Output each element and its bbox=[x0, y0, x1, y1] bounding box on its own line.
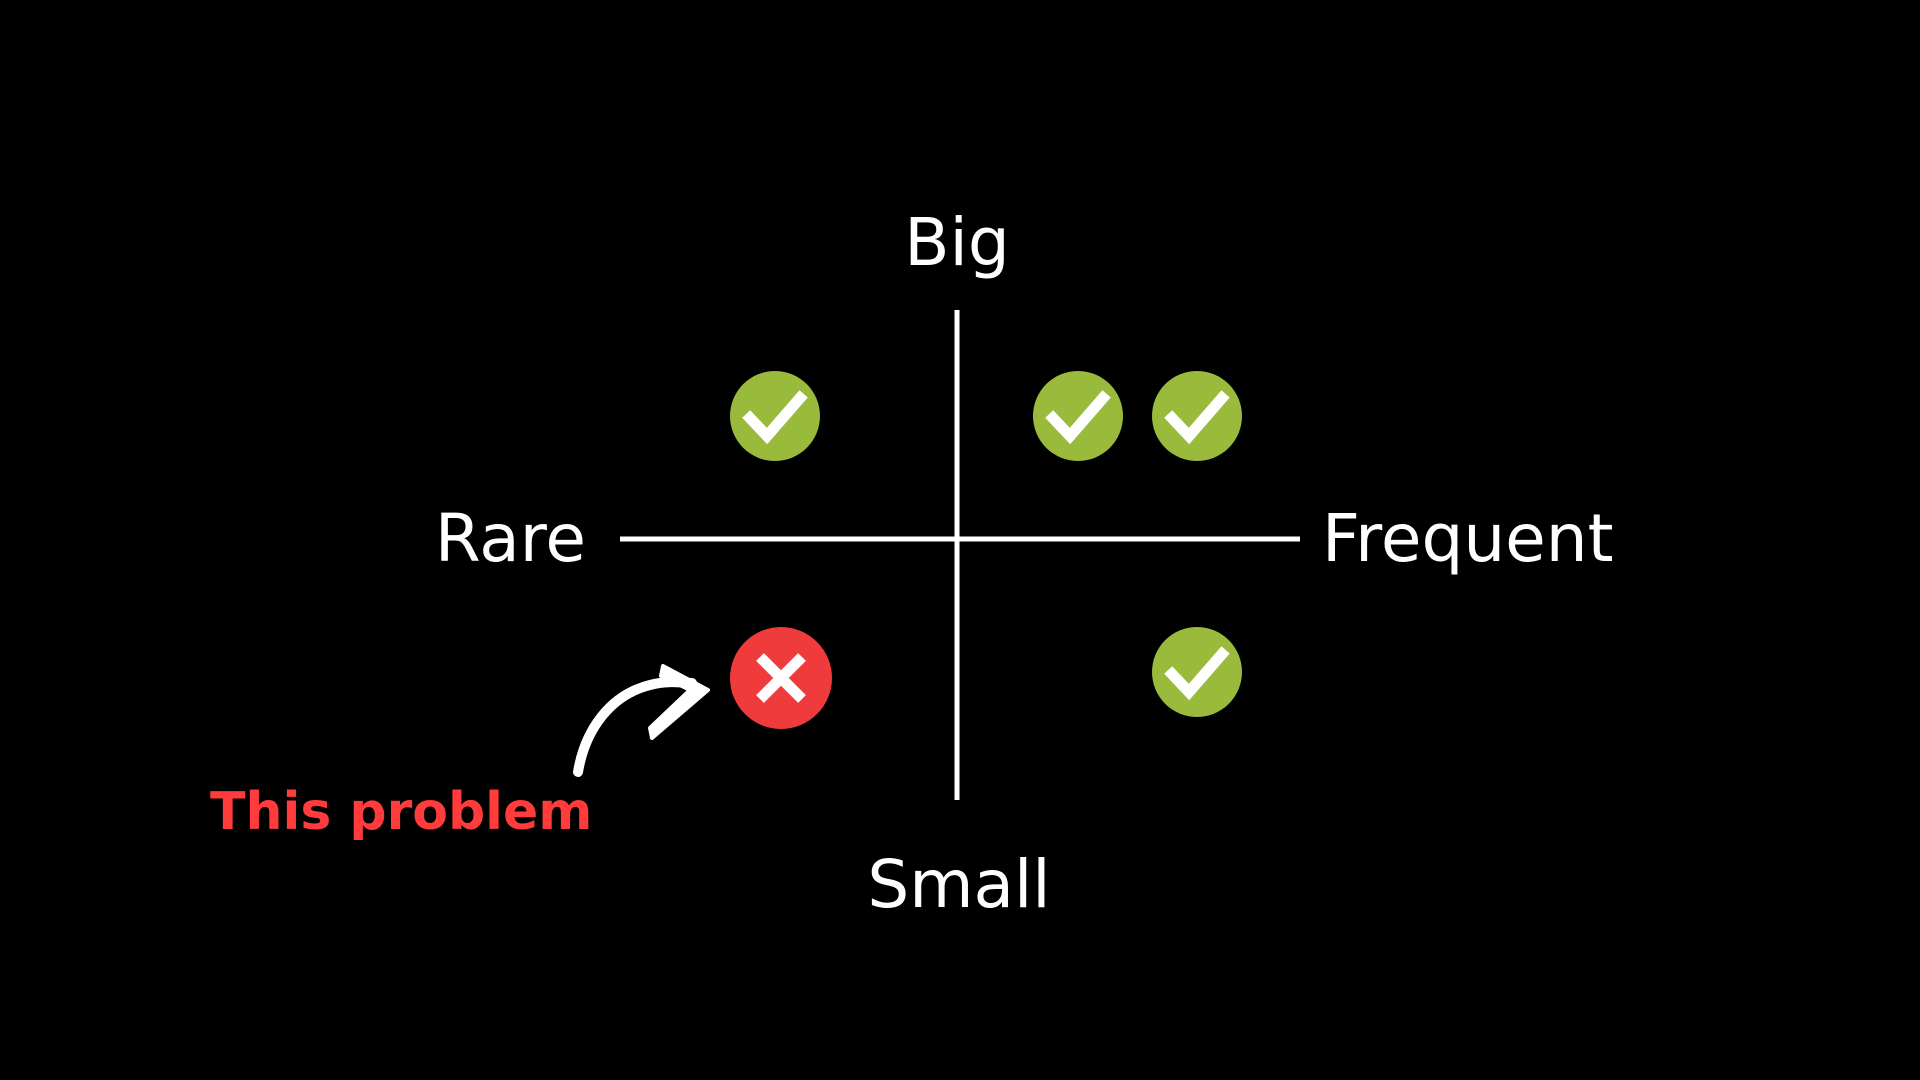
green-check-icon bbox=[1152, 627, 1242, 717]
green-check-icon bbox=[1152, 371, 1242, 461]
red-x-icon bbox=[730, 627, 832, 729]
axis-label-frequent: Frequent bbox=[1322, 500, 1614, 577]
green-check-icon bbox=[1033, 371, 1123, 461]
axis-label-big: Big bbox=[904, 204, 1010, 281]
axis-label-rare: Rare bbox=[434, 500, 586, 577]
curved-arrow-icon bbox=[573, 664, 710, 777]
axis-label-small: Small bbox=[867, 846, 1051, 923]
callout-label: This problem bbox=[210, 782, 593, 842]
green-check-icon bbox=[730, 371, 820, 461]
